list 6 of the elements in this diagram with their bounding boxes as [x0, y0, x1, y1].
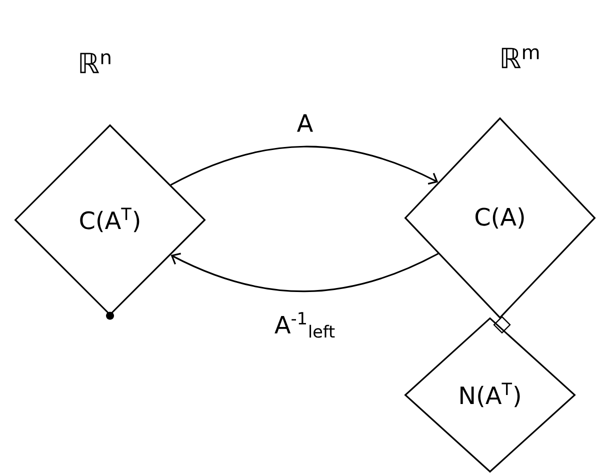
curved-arrow — [170, 252, 438, 292]
space-label: ℝ$^{n}$ — [80, 52, 110, 74]
curved-arrow — [170, 146, 438, 186]
space-label: ℝ$^{m}$ — [502, 48, 539, 68]
edge-label: A$^{-1}$left — [273, 311, 337, 339]
edge-label: A — [296, 113, 314, 133]
